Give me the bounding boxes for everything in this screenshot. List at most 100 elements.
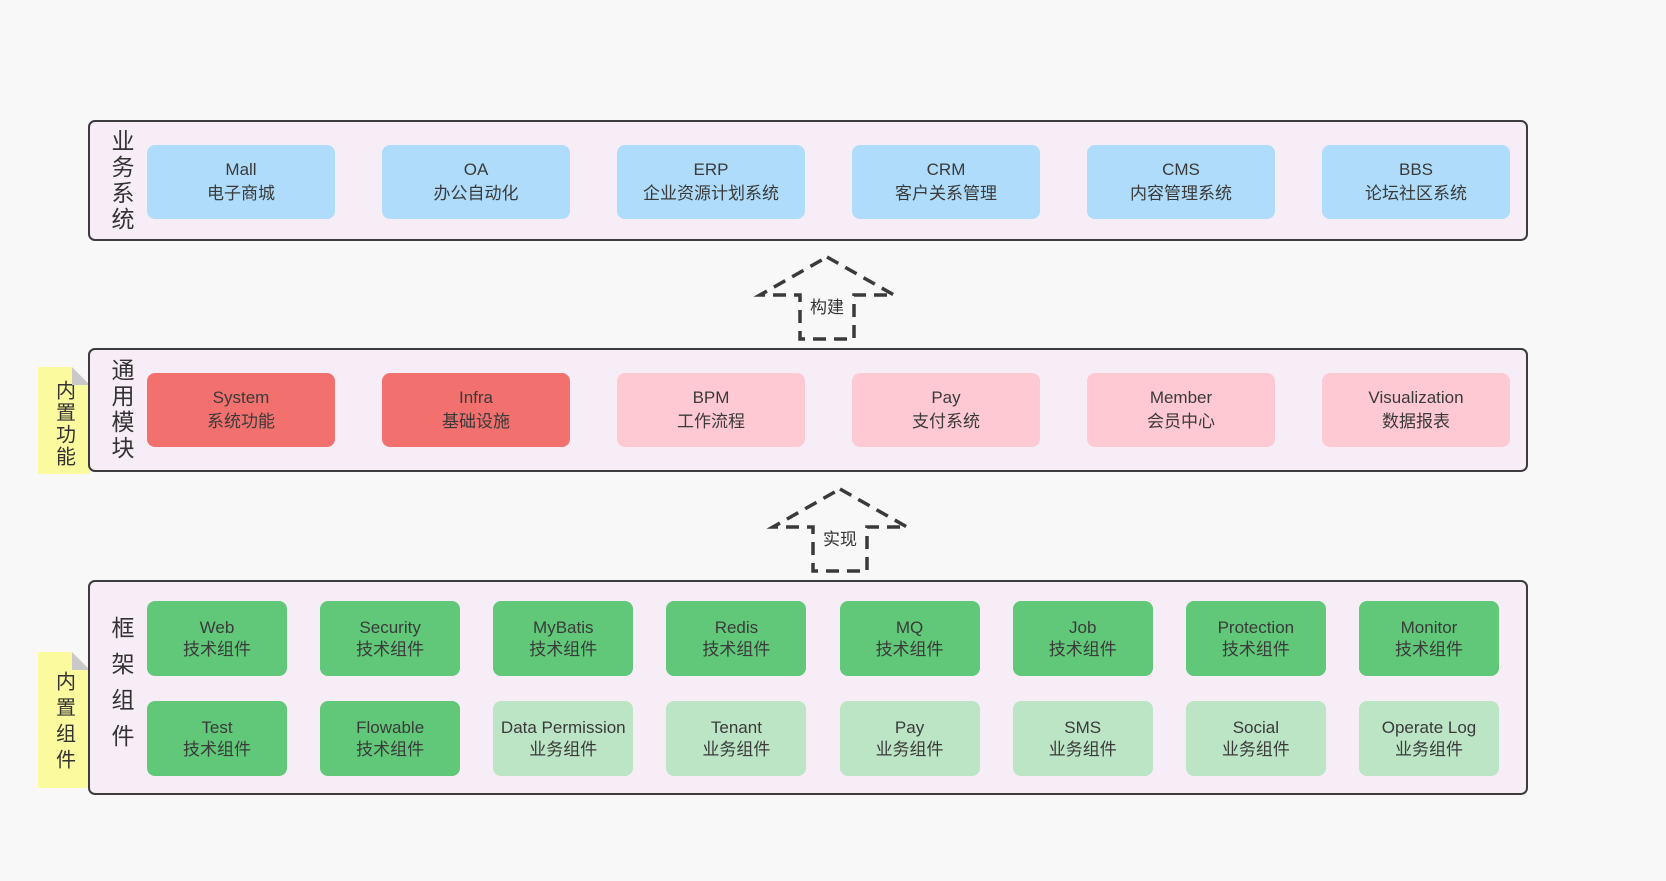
business-box-row: Mall 电子商城 OA 办公自动化 ERP 企业资源计划系统 CRM 客户关系…	[147, 145, 1510, 219]
box-subtitle: 业务组件	[875, 739, 944, 759]
box-crm: CRM 客户关系管理	[852, 145, 1040, 219]
box-title: BBS	[1398, 160, 1434, 179]
box-mybatis: MyBatis 技术组件	[493, 601, 634, 676]
box-title: MQ	[895, 617, 924, 637]
box-title: BPM	[692, 388, 730, 407]
box-title: Job	[1068, 617, 1097, 637]
box-member: Member 会员中心	[1087, 373, 1275, 447]
box-cms: CMS 内容管理系统	[1087, 145, 1275, 219]
box-subtitle: 技术组件	[529, 639, 598, 659]
box-flowable: Flowable 技术组件	[320, 701, 461, 776]
note-built-in-components: 内置组件	[38, 652, 90, 788]
box-title: Operate Log	[1381, 717, 1477, 737]
box-subtitle: 论坛社区系统	[1365, 184, 1467, 203]
box-subtitle: 业务组件	[1221, 739, 1290, 759]
box-title: Pay	[894, 717, 925, 737]
box-subtitle: 技术组件	[1394, 639, 1463, 659]
box-title: Test	[201, 717, 233, 737]
box-title: Flowable	[356, 717, 425, 737]
box-subtitle: 工作流程	[677, 412, 745, 431]
box-subtitle: 技术组件	[183, 639, 251, 659]
box-sms: SMS 业务组件	[1012, 701, 1153, 776]
box-subtitle: 技术组件	[356, 639, 425, 659]
box-title: Data Permission	[500, 717, 626, 737]
box-security: Security 技术组件	[320, 601, 461, 676]
panel-common-modules: 通用模块 System 系统功能 Infra 基础设施 BPM 工作流程 Pay…	[88, 348, 1528, 472]
box-title: Member	[1149, 388, 1213, 407]
note-built-in-features: 内置功能	[38, 367, 90, 474]
note-built-in-components-label: 内置组件	[52, 671, 75, 775]
panel-business-systems-label: 业务系统	[108, 128, 134, 233]
box-pay-component: Pay 业务组件	[839, 701, 980, 776]
box-subtitle: 业务组件	[529, 739, 598, 759]
box-subtitle: 办公自动化	[433, 184, 519, 203]
box-redis: Redis 技术组件	[666, 601, 807, 676]
framework-box-row-2: Test 技术组件 Flowable 技术组件 Data Permission …	[147, 701, 1499, 776]
box-subtitle: 数据报表	[1382, 412, 1450, 431]
box-title: OA	[463, 160, 489, 179]
box-subtitle: 技术组件	[875, 639, 944, 659]
box-oa: OA 办公自动化	[382, 145, 570, 219]
box-operate-log: Operate Log 业务组件	[1358, 701, 1499, 776]
box-test: Test 技术组件	[147, 701, 287, 776]
arrow-implement: 实现	[765, 485, 915, 575]
box-social: Social 业务组件	[1185, 701, 1326, 776]
box-erp: ERP 企业资源计划系统	[617, 145, 805, 219]
box-title: CMS	[1162, 160, 1200, 179]
box-pay-module: Pay 支付系统	[852, 373, 1040, 447]
box-web: Web 技术组件	[147, 601, 287, 676]
box-subtitle: 客户关系管理	[895, 184, 997, 203]
box-title: SMS	[1064, 717, 1102, 737]
box-subtitle: 技术组件	[183, 739, 251, 759]
box-title: Redis	[714, 617, 759, 637]
box-title: Security	[359, 617, 421, 637]
box-subtitle: 技术组件	[1048, 639, 1117, 659]
box-title: Pay	[931, 388, 961, 407]
box-title: Web	[199, 617, 235, 637]
box-subtitle: 基础设施	[442, 412, 510, 431]
panel-business-systems: 业务系统 Mall 电子商城 OA 办公自动化 ERP 企业资源计划系统 CRM…	[88, 120, 1528, 241]
box-subtitle: 业务组件	[1048, 739, 1117, 759]
box-title: MyBatis	[533, 617, 594, 637]
note-built-in-features-label: 内置功能	[52, 379, 75, 468]
box-subtitle: 企业资源计划系统	[643, 184, 779, 203]
box-title: Monitor	[1400, 617, 1458, 637]
box-data-permission: Data Permission 业务组件	[493, 701, 634, 776]
arrow-build-label: 构建	[807, 293, 847, 318]
box-monitor: Monitor 技术组件	[1358, 601, 1499, 676]
box-subtitle: 业务组件	[1394, 739, 1463, 759]
arrow-implement-label: 实现	[820, 525, 860, 550]
box-bpm: BPM 工作流程	[617, 373, 805, 447]
box-title: Visualization	[1368, 388, 1464, 407]
panel-common-modules-label: 通用模块	[108, 358, 134, 462]
box-tenant: Tenant 业务组件	[666, 701, 807, 776]
framework-box-row-1: Web 技术组件 Security 技术组件 MyBatis 技术组件 Redi…	[147, 601, 1499, 676]
box-subtitle: 技术组件	[702, 639, 771, 659]
box-mq: MQ 技术组件	[839, 601, 980, 676]
box-protection: Protection 技术组件	[1185, 601, 1326, 676]
box-subtitle: 技术组件	[356, 739, 425, 759]
box-job: Job 技术组件	[1012, 601, 1153, 676]
box-subtitle: 业务组件	[702, 739, 771, 759]
box-title: CRM	[926, 160, 966, 179]
box-title: Infra	[458, 388, 494, 407]
box-subtitle: 电子商城	[207, 184, 275, 203]
box-title: Mall	[225, 160, 257, 179]
box-infra: Infra 基础设施	[382, 373, 570, 447]
box-visualization: Visualization 数据报表	[1322, 373, 1510, 447]
box-title: System	[212, 388, 270, 407]
arrow-build: 构建	[752, 253, 902, 343]
box-subtitle: 系统功能	[207, 412, 275, 431]
box-title: Social	[1232, 717, 1279, 737]
box-system: System 系统功能	[147, 373, 335, 447]
box-bbs: BBS 论坛社区系统	[1322, 145, 1510, 219]
box-subtitle: 内容管理系统	[1130, 184, 1232, 203]
box-title: ERP	[693, 160, 729, 179]
common-box-row: System 系统功能 Infra 基础设施 BPM 工作流程 Pay 支付系统…	[147, 373, 1510, 447]
box-subtitle: 支付系统	[912, 412, 980, 431]
box-subtitle: 技术组件	[1221, 639, 1290, 659]
panel-framework-components: 框架组件 Web 技术组件 Security 技术组件 MyBatis 技术组件…	[88, 580, 1528, 795]
box-subtitle: 会员中心	[1147, 412, 1215, 431]
panel-framework-components-label: 框架组件	[108, 615, 134, 760]
box-title: Protection	[1217, 617, 1295, 637]
